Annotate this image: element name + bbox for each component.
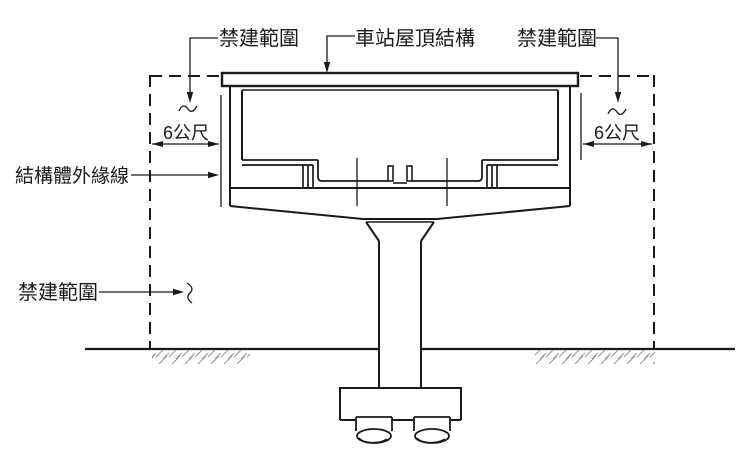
arrow-right-outer-edge [208,171,219,179]
label-clearance-right: 6公尺 [594,123,640,143]
outer-edge-extension-lines [220,93,582,207]
left-platform-nose [317,160,326,182]
ground-hatch-left [152,350,250,364]
arrow-dim-left-in [208,141,219,147]
label-restricted-zone-top-left: 禁建範圍 [219,27,299,50]
arrow-dim-left-out [152,141,163,147]
label-restricted-zone-top-right: 禁建範圍 [517,27,597,50]
pile-left [355,416,393,431]
ground [85,347,735,364]
platform-edge-screens [302,165,498,187]
label-clearance-left: 6公尺 [163,123,209,143]
pile-right [413,416,451,431]
footing-outline [339,387,462,420]
center-upstand-right [406,165,413,182]
arrow-dim-right-out [641,141,652,147]
label-structure-outer-edge-line: 結構體外緣線 [15,165,129,187]
pier-cap-sides [365,221,435,242]
leader-roof-structure [326,35,355,70]
squiggle-lower-left [186,282,193,304]
label-restricted-zone-lower-left: 禁建範圍 [18,281,98,304]
ground-hatch-right [535,350,655,364]
arrowheads [152,62,652,296]
label-station-roof-structure: 車站屋頂結構 [355,27,475,50]
girder-soffit [229,205,571,220]
right-platform-nose [474,160,483,182]
station-structure [220,71,580,444]
arrow-down-top-right [614,92,622,103]
arrow-down-roof [323,62,331,73]
squiggle-top-left [178,105,198,113]
arrow-down-top-left [186,92,194,103]
roof-slab [220,71,580,88]
center-upstand-left [387,165,394,182]
squiggle-top-right [607,108,627,116]
leader-lines [99,35,627,304]
pier-column [378,241,422,388]
arrow-dim-right-in [583,141,594,147]
leader-restricted-top-left [189,37,218,100]
restricted-zone-boundaries [149,75,655,349]
leader-restricted-top-right [596,37,619,100]
arrow-right-lower-left [173,288,184,296]
pile-foundation [355,416,451,444]
